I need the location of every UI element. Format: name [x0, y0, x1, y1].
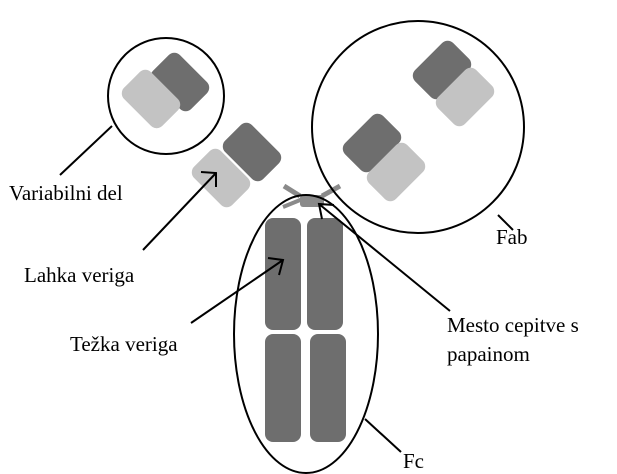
heavy-chain-label: Težka veriga: [70, 332, 178, 356]
fc-left-lower-domain: [265, 334, 301, 442]
fab-label: Fab: [496, 225, 528, 249]
fc-stem: [265, 218, 346, 442]
variable-region-label: Variabilni del: [9, 181, 123, 205]
hinge-left-link: [284, 186, 300, 196]
cleavage-site-label-line1: Mesto cepitve s: [447, 313, 579, 337]
cleavage-site-label-line2: papainom: [447, 342, 530, 366]
fc-right-lower-domain: [310, 334, 346, 442]
fc-leader: [365, 419, 401, 452]
fc-region-ellipse: [234, 195, 378, 473]
right-arm: [339, 37, 497, 204]
fc-left-upper-domain: [265, 218, 301, 330]
fab-region-circle: [312, 21, 524, 233]
light-chain-label: Lahka veriga: [24, 263, 135, 287]
fc-label: Fc: [403, 449, 424, 473]
light-chain-arrow-shaft: [143, 173, 216, 250]
fc-right-upper-domain: [307, 218, 343, 330]
variable-region-leader: [60, 126, 112, 175]
left-arm: [118, 49, 284, 210]
